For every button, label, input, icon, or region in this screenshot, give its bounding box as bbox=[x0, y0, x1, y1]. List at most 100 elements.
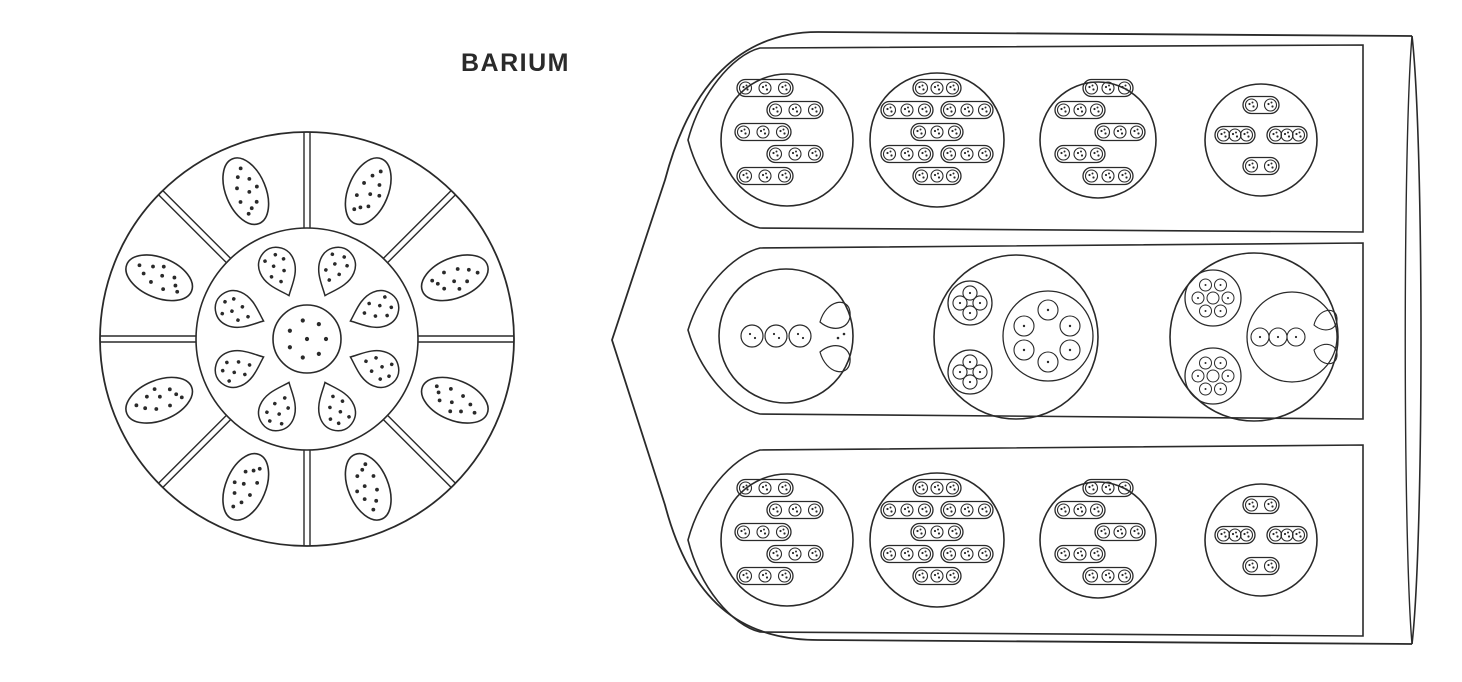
dot bbox=[949, 173, 952, 177]
dot bbox=[775, 150, 778, 153]
dot bbox=[1247, 135, 1250, 138]
dot bbox=[437, 398, 442, 403]
inner-petal bbox=[344, 285, 405, 338]
oval bbox=[913, 480, 961, 497]
oval-bundle bbox=[913, 80, 961, 97]
dot bbox=[921, 572, 924, 575]
group-circle bbox=[870, 473, 1004, 607]
dot bbox=[967, 554, 971, 557]
dot bbox=[968, 360, 972, 364]
small-circle bbox=[973, 296, 987, 310]
dot bbox=[1076, 107, 1080, 111]
oval-bundle bbox=[1215, 527, 1255, 544]
dot bbox=[836, 336, 840, 340]
dot bbox=[1258, 335, 1262, 339]
dot bbox=[1227, 297, 1229, 299]
small-circle bbox=[1229, 529, 1241, 541]
dot bbox=[355, 489, 360, 494]
small-circle bbox=[1102, 570, 1114, 582]
small-circle bbox=[1086, 482, 1098, 494]
dot bbox=[921, 84, 924, 87]
teardrop bbox=[1314, 344, 1337, 363]
dot bbox=[785, 88, 788, 91]
dot bbox=[937, 532, 941, 535]
dot bbox=[370, 173, 375, 178]
oval-bundle bbox=[941, 146, 993, 163]
small-circle bbox=[1246, 99, 1258, 111]
dot bbox=[1092, 176, 1095, 179]
dot bbox=[277, 412, 281, 416]
dot bbox=[1223, 131, 1226, 134]
small-circle bbox=[1119, 170, 1131, 182]
oval-bundle bbox=[881, 546, 933, 563]
dot bbox=[815, 510, 818, 513]
dot bbox=[1271, 105, 1274, 108]
dot bbox=[919, 128, 922, 131]
dot bbox=[1116, 529, 1120, 533]
dot bbox=[152, 387, 157, 392]
small-circle bbox=[919, 148, 931, 160]
dot bbox=[1124, 172, 1127, 175]
dot bbox=[227, 379, 231, 383]
outer-petal bbox=[336, 151, 400, 231]
inner-petal bbox=[253, 376, 306, 437]
dot bbox=[1125, 176, 1128, 179]
outer-petal bbox=[214, 447, 278, 527]
oval-bundle bbox=[941, 546, 993, 563]
shell-end-curve-inner bbox=[1405, 36, 1412, 644]
dot bbox=[953, 488, 956, 491]
dot bbox=[1243, 532, 1246, 536]
oval bbox=[1243, 497, 1279, 514]
dot bbox=[925, 510, 928, 513]
dot bbox=[1124, 84, 1127, 87]
spoke bbox=[163, 191, 231, 259]
dot bbox=[287, 328, 292, 333]
dot bbox=[907, 510, 911, 513]
dot bbox=[1270, 501, 1273, 504]
dot bbox=[981, 151, 984, 155]
teardrop bbox=[820, 346, 850, 372]
dot bbox=[985, 154, 988, 157]
dot bbox=[795, 110, 799, 113]
small-circle bbox=[740, 570, 752, 582]
small-circle bbox=[961, 104, 973, 116]
dot bbox=[889, 550, 892, 553]
dot bbox=[231, 297, 236, 301]
dot bbox=[740, 129, 743, 133]
sub-circle bbox=[1247, 292, 1337, 382]
dot bbox=[1252, 566, 1255, 569]
dot bbox=[946, 151, 949, 155]
dot bbox=[247, 189, 252, 194]
oval bbox=[1083, 568, 1133, 585]
dot bbox=[795, 154, 799, 157]
oval-bundle bbox=[941, 102, 993, 119]
dot bbox=[958, 370, 962, 374]
sub-circle bbox=[1185, 270, 1241, 326]
small-circle bbox=[1215, 305, 1227, 317]
dot bbox=[889, 150, 892, 153]
small-circle bbox=[963, 355, 977, 369]
dot bbox=[459, 409, 463, 414]
dot bbox=[1287, 531, 1289, 534]
small-circle bbox=[1246, 560, 1258, 572]
dot bbox=[1275, 531, 1278, 534]
dot bbox=[232, 370, 237, 375]
dot bbox=[765, 576, 769, 579]
small-circle bbox=[1200, 305, 1212, 317]
dot bbox=[801, 336, 805, 340]
dot bbox=[1104, 573, 1108, 577]
dot bbox=[1091, 172, 1094, 175]
small-circle bbox=[1014, 316, 1034, 336]
dot bbox=[984, 150, 987, 153]
dot bbox=[366, 204, 371, 209]
dot bbox=[781, 573, 784, 577]
dot bbox=[1294, 335, 1298, 339]
dot bbox=[364, 359, 368, 364]
dot bbox=[949, 506, 952, 509]
small-circle bbox=[759, 482, 771, 494]
inner-petal-shape bbox=[253, 376, 306, 437]
dot bbox=[367, 301, 371, 306]
teardrop bbox=[820, 302, 850, 328]
outer-petal-shape bbox=[119, 368, 199, 432]
small-circle bbox=[1222, 370, 1234, 382]
